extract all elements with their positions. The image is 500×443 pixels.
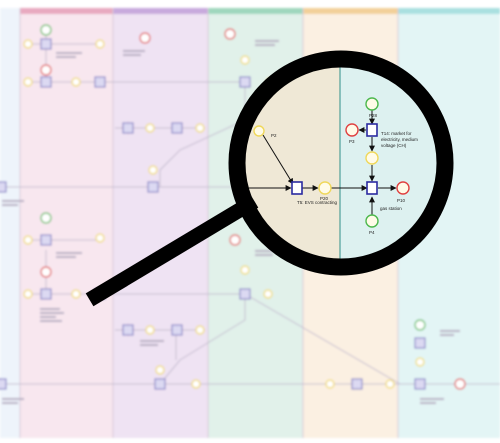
lane-1	[0, 8, 20, 438]
place-p20[interactable]	[318, 181, 332, 195]
arc-p2-t5	[262, 134, 294, 185]
lane-2	[20, 8, 113, 438]
magnifier-glass-icon	[85, 50, 454, 307]
label-p28: P28	[369, 113, 378, 118]
place-p28[interactable]	[365, 97, 379, 111]
place-mid[interactable]	[365, 151, 379, 165]
label-p4: P4	[369, 230, 375, 235]
magnifier-handle	[85, 194, 259, 307]
transition-t5[interactable]	[291, 181, 303, 195]
label-p20: P20	[320, 196, 329, 201]
lane-header-4	[208, 8, 303, 14]
place-p3-left[interactable]	[345, 123, 359, 137]
lane-header-6	[398, 8, 500, 14]
label-t14-line2: electricity, medium	[381, 137, 418, 142]
lane-header-3	[113, 8, 208, 14]
magnifier-ring	[228, 50, 454, 276]
lane-header-2	[20, 8, 113, 14]
label-p2: P2	[271, 133, 277, 138]
place-p4[interactable]	[365, 214, 379, 228]
label-t14-line3: voltage (CH)	[381, 143, 407, 148]
transition-gas-station[interactable]	[366, 181, 378, 195]
label-t5: T5: EVS contracting	[297, 200, 338, 205]
place-p2[interactable]	[253, 125, 265, 137]
label-p10: P10	[397, 198, 406, 203]
lane-header-5	[303, 8, 398, 14]
label-p3: P3	[349, 139, 355, 144]
transition-t14[interactable]	[366, 123, 378, 137]
place-p10[interactable]	[396, 181, 410, 195]
label-gas-station: gas station	[380, 206, 402, 211]
label-t14-line1: T14: market for	[381, 131, 412, 136]
